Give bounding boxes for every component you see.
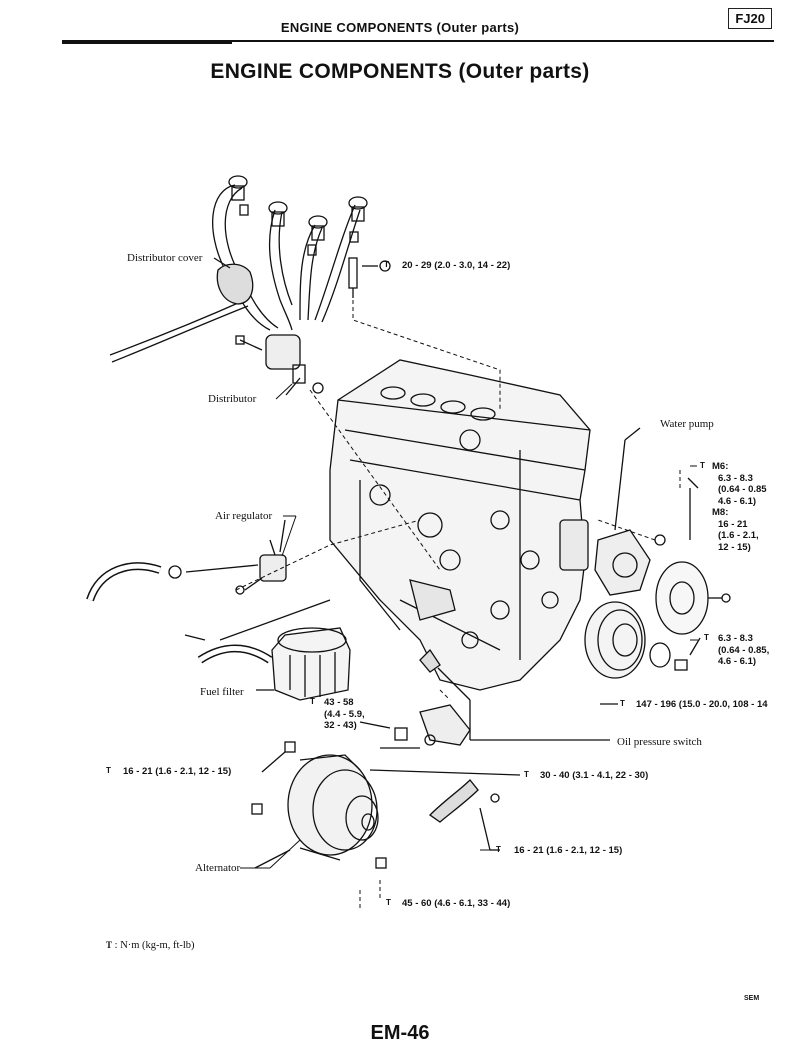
torque-water-pump-m6-line2: (0.64 - 0.85 <box>718 484 767 495</box>
torque-water-pump-m6-line3: 4.6 - 6.1) <box>718 495 757 507</box>
page-title: ENGINE COMPONENTS (Outer parts) <box>210 60 590 83</box>
torque-symbol-icon: T <box>496 845 501 854</box>
distributor-cover-part <box>213 257 254 305</box>
engine-block <box>329 359 591 691</box>
alternator-part <box>251 741 521 869</box>
fuel-filter-part <box>256 627 351 701</box>
torque-symbol-icon: T <box>704 633 709 642</box>
distributor-part <box>235 334 324 396</box>
torque-water-pump-m8-line2: (1.6 - 2.1, <box>718 530 759 541</box>
running-header-title: ENGINE COMPONENTS (Outer parts) <box>280 20 520 35</box>
torque-water-pump-m8-line3: 12 - 15) <box>718 541 751 553</box>
torque-pulley-bolt-line1: 6.3 - 8.3 <box>718 633 753 644</box>
torque-alternator-top: 16 - 21 (1.6 - 2.1, 12 - 15) <box>123 766 232 777</box>
torque-symbol-icon: T <box>700 461 705 470</box>
torque-symbol-icon: T <box>620 699 625 708</box>
torque-alternator-bottom: 45 - 60 (4.6 - 6.1, 33 - 44) <box>402 898 511 909</box>
label-distributor-cover: Distributor cover <box>127 252 203 264</box>
torque-pulley-bolt-line2: (0.64 - 0.85, <box>718 644 770 656</box>
label-oil-pressure-switch: Oil pressure switch <box>617 736 702 748</box>
crank-pulley <box>584 601 701 705</box>
torque-fuel-filter: 43 - 58 (4.4 - 5.9, 32 - 43) <box>324 697 365 732</box>
torque-crank-pulley: 147 - 196 (15.0 - 20.0, 108 - 14 <box>636 699 768 710</box>
figure-code: SEM <box>744 995 760 1002</box>
label-distributor: Distributor <box>208 393 257 405</box>
label-air-regulator: Air regulator <box>215 510 273 522</box>
torque-symbol-icon: T <box>106 940 113 950</box>
oil-pressure-switch-part <box>359 648 610 749</box>
torque-bracket: 30 - 40 (3.1 - 4.1, 22 - 30) <box>540 770 649 781</box>
page-number: EM-46 <box>370 1022 430 1044</box>
torque-water-pump-m8-title: M8: <box>712 507 729 518</box>
header-rule <box>62 40 774 42</box>
air-regulator-part <box>86 519 331 664</box>
torque-symbol-icon: T <box>310 697 315 706</box>
torque-pulley-bolt-line3: 4.6 - 6.1) <box>718 656 757 667</box>
torque-water-pump-m6-title: M6: <box>712 461 729 472</box>
torque-water-pump-m8-line1: 16 - 21 <box>718 518 748 530</box>
water-pump-pulley <box>655 477 731 635</box>
water-pump-part <box>594 427 666 596</box>
label-fuel-filter: Fuel filter <box>200 686 244 698</box>
torque-pulley-bolt: 6.3 - 8.3 (0.64 - 0.85, 4.6 - 6.1) <box>718 633 769 668</box>
torque-water-pump-m6-line1: 6.3 - 8.3 <box>718 472 753 484</box>
torque-symbol-icon: T <box>386 898 391 907</box>
torque-fuel-filter-line1: 43 - 58 <box>324 697 354 708</box>
label-water-pump: Water pump <box>660 418 714 430</box>
torque-spark-plug: 20 - 29 (2.0 - 3.0, 14 - 22) <box>402 260 511 271</box>
legend-separator: : <box>114 940 121 951</box>
adjusting-bar-part <box>428 779 500 851</box>
header-rule-accent <box>62 40 232 44</box>
torque-symbol-icon: T <box>524 770 529 779</box>
torque-legend: T : N·m (kg-m, ft-lb) <box>106 940 195 951</box>
torque-fuel-filter-line3: 32 - 43) <box>324 720 357 731</box>
engine-model-tag: FJ20 <box>728 8 772 29</box>
label-alternator: Alternator <box>195 862 241 874</box>
spark-plug <box>348 257 391 298</box>
legend-text: N·m (kg-m, ft-lb) <box>120 940 195 951</box>
torque-fuel-filter-line2: (4.4 - 5.9, <box>324 708 365 720</box>
torque-symbol-icon: T <box>106 766 111 775</box>
torque-water-pump: M6: 6.3 - 8.3 (0.64 - 0.85 4.6 - 6.1) M8… <box>712 461 767 553</box>
spark-plug-boots <box>228 175 368 256</box>
torque-adjust-bar: 16 - 21 (1.6 - 2.1, 12 - 15) <box>514 845 623 856</box>
torque-symbol-icon: T <box>384 260 389 269</box>
